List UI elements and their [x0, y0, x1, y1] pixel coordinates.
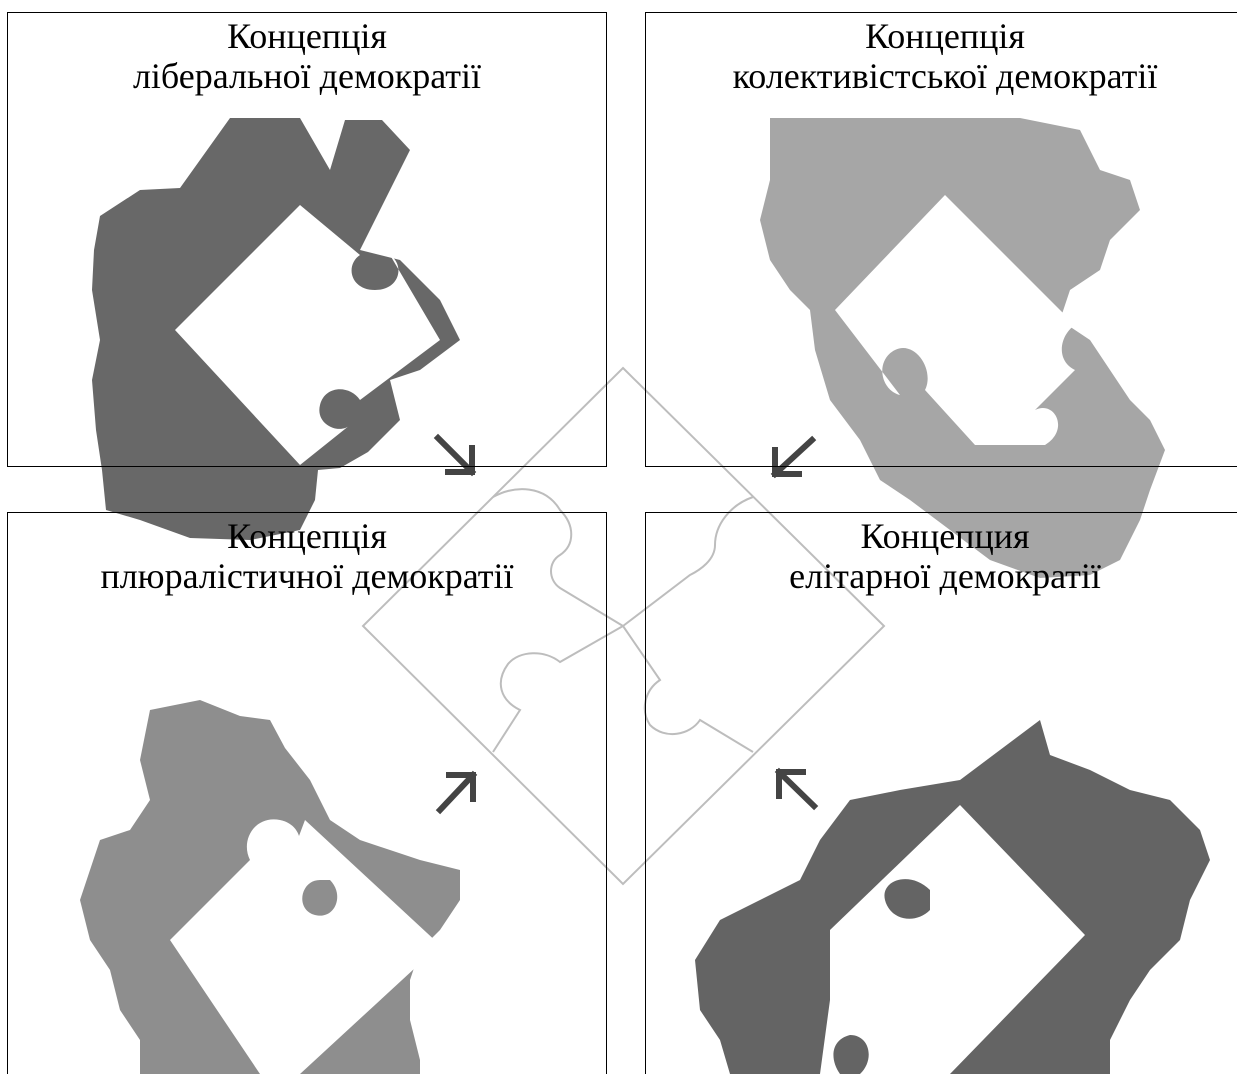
liberal-concept-title-line2: ліберальної демократії	[132, 56, 482, 96]
center-puzzle-outline-icon	[361, 366, 886, 886]
pluralist-concept-frame	[7, 512, 607, 1074]
arrow-down-left-icon	[770, 435, 817, 479]
elite-concept-title-line1: Концепция	[860, 516, 1030, 556]
liberal-concept-title-line1: Концепція	[227, 16, 387, 56]
collectivist-concept-title-line2: колективістської демократії	[732, 56, 1158, 96]
elite-puzzle-piece	[695, 720, 1210, 1074]
elite-concept-title: Концепция елітарної демократії	[645, 516, 1237, 596]
elite-concept-title-line2: елітарної демократії	[789, 556, 1101, 596]
liberal-concept-frame	[7, 12, 607, 467]
liberal-concept-title: Концепція ліберальної демократії	[7, 16, 607, 96]
pluralist-concept-title-line1: Концепція	[227, 516, 387, 556]
arrow-up-left-icon	[774, 767, 819, 811]
collectivist-puzzle-piece	[760, 118, 1165, 578]
collectivist-concept-title-line1: Концепція	[865, 16, 1025, 56]
liberal-puzzle-piece	[92, 118, 460, 540]
collectivist-concept-title: Концепція колективістської демократії	[645, 16, 1237, 96]
pluralist-concept-title-line2: плюралістичної демократії	[100, 556, 514, 596]
pluralist-puzzle-piece	[80, 700, 460, 1074]
collectivist-concept-frame	[645, 12, 1237, 467]
arrow-up-right-icon	[435, 770, 478, 815]
elite-concept-frame	[645, 512, 1237, 1074]
pluralist-concept-title: Концепція плюралістичної демократії	[7, 516, 607, 596]
